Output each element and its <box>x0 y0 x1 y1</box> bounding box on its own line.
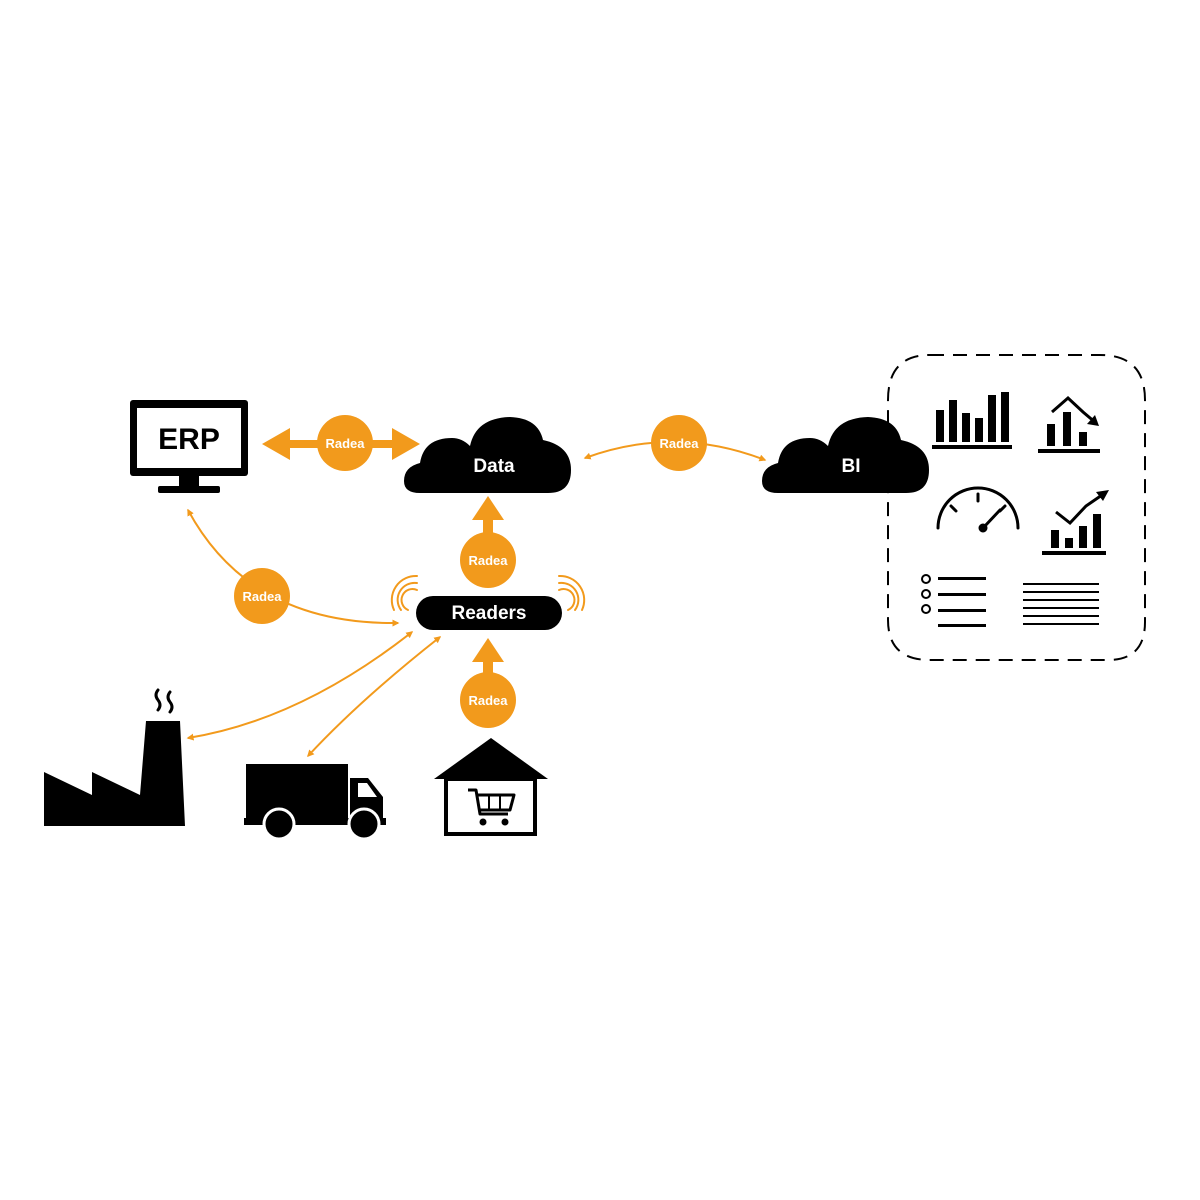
factory-icon <box>44 688 185 826</box>
data-node: Data <box>404 417 571 493</box>
dashboard-border <box>887 354 1146 661</box>
bi-node: BI <box>762 417 929 493</box>
radea-badge-store-readers: Radea <box>460 672 516 728</box>
svg-text:Radea: Radea <box>659 436 699 451</box>
link-readers-data <box>472 496 504 540</box>
link-readers-erp <box>187 508 400 627</box>
lines-report-icon <box>1023 583 1099 625</box>
signal-waves-right-icon <box>558 574 586 611</box>
store-cart-icon <box>434 738 548 836</box>
erp-node: ERP <box>130 400 248 493</box>
shopping-cart-icon <box>468 788 516 826</box>
cloud-icon <box>404 417 571 493</box>
signal-waves-left-icon <box>390 574 418 611</box>
rising-chart-icon <box>1042 490 1109 555</box>
readers-label: Readers <box>452 603 527 624</box>
declining-chart-icon <box>1038 395 1100 453</box>
svg-text:Radea: Radea <box>468 553 508 568</box>
svg-text:Radea: Radea <box>242 589 282 604</box>
svg-text:Radea: Radea <box>468 693 508 708</box>
checklist-icon <box>921 574 986 627</box>
radea-badge-data-bi: Radea <box>651 415 707 471</box>
cloud-icon <box>762 417 929 493</box>
svg-text:Radea: Radea <box>325 436 365 451</box>
link-readers-factory <box>186 631 414 741</box>
truck-icon <box>244 764 386 841</box>
readers-node: Readers <box>390 574 586 630</box>
link-store-readers <box>472 638 504 678</box>
gauge-icon <box>936 486 1020 533</box>
computer-monitor-icon <box>130 400 248 493</box>
bi-label: BI <box>842 456 861 477</box>
radea-badge-erp-data: Radea <box>317 415 373 471</box>
radea-badge-readers-data: Radea <box>460 532 516 588</box>
radea-badge-readers-erp: Radea <box>234 568 290 624</box>
bi-dashboard-panel <box>887 354 1146 661</box>
data-label: Data <box>473 456 515 477</box>
erp-label: ERP <box>158 423 220 456</box>
bar-chart-icon <box>932 392 1012 449</box>
link-readers-truck <box>307 636 442 758</box>
